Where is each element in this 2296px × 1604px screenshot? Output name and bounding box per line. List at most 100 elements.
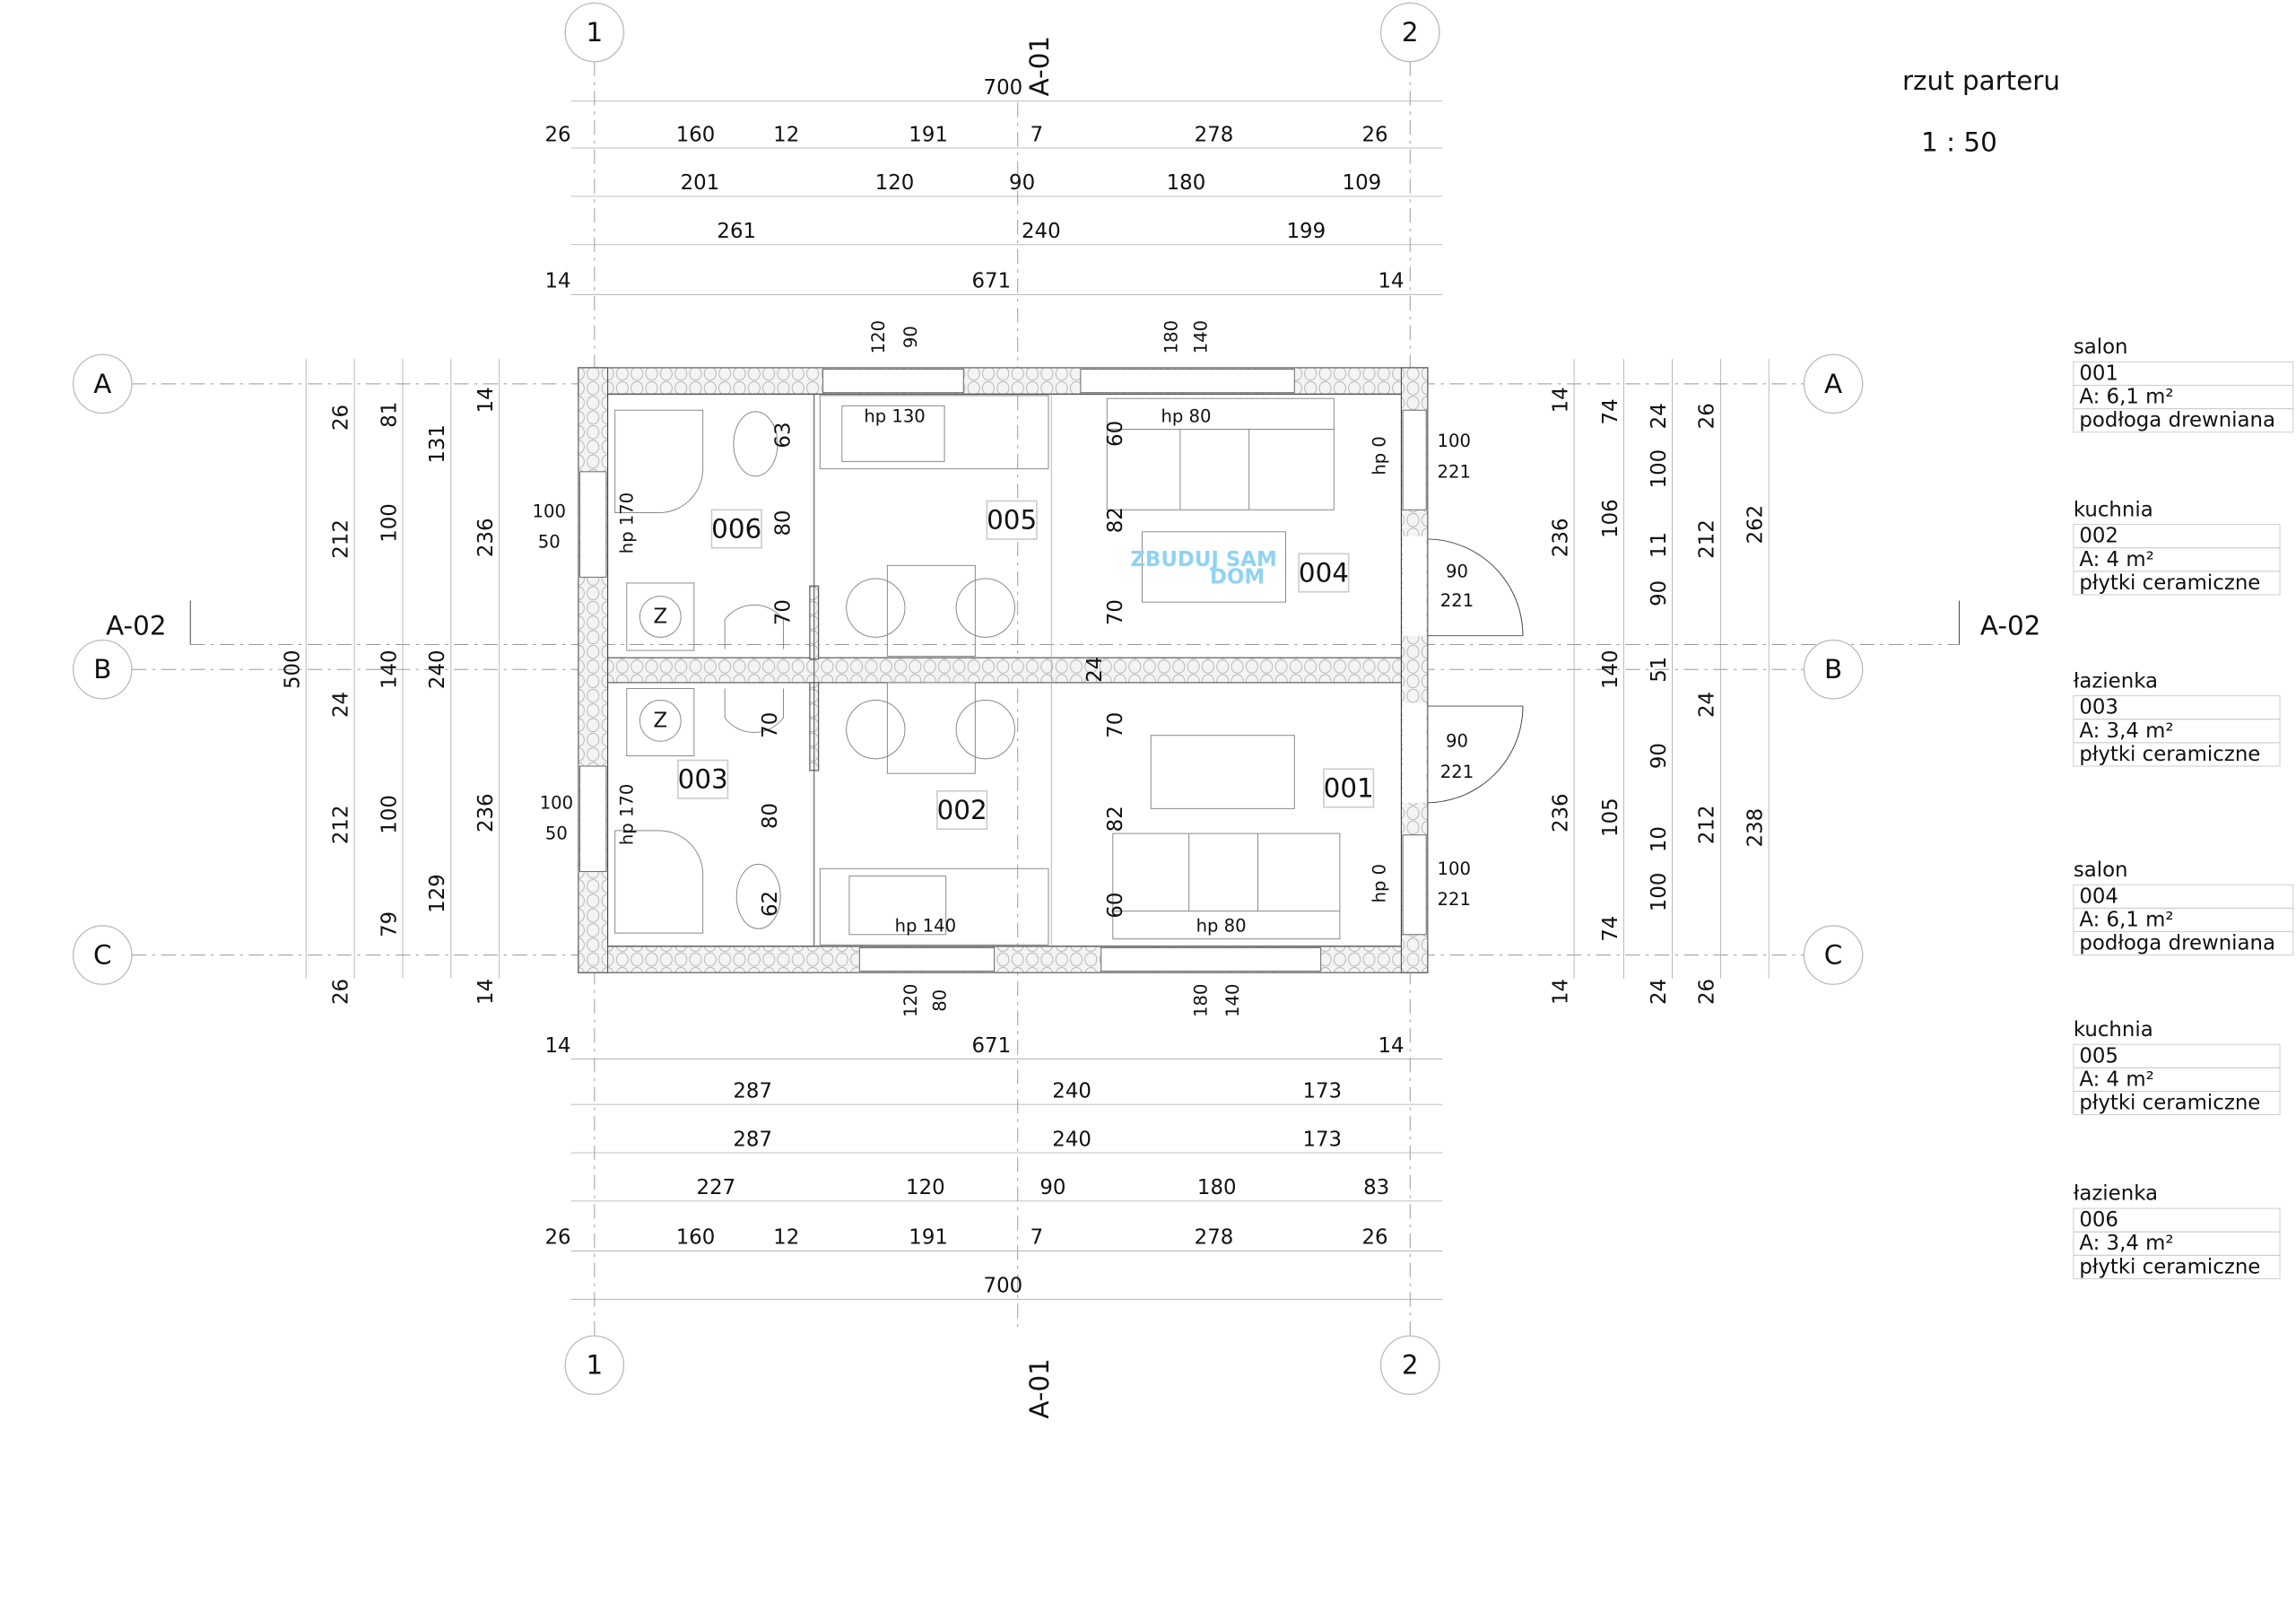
sill-height-label: hp 80: [1196, 915, 1247, 936]
interior-dimension: 80: [759, 803, 782, 829]
dimension-bottom: 191: [909, 1226, 948, 1250]
dimension-right: 11: [1648, 532, 1671, 558]
section-marker-a01: A-01: [1024, 36, 1055, 96]
interior-dimension: 70: [1104, 712, 1127, 738]
room-tag: 001: [1324, 772, 1374, 803]
dimension-left: 240: [426, 649, 449, 689]
grid-axis-1-label: 1: [587, 1350, 604, 1381]
opening-dimension: 140: [1190, 320, 1211, 353]
sill-height-label: hp 170: [616, 493, 637, 554]
sill-height-label: hp 130: [864, 405, 925, 426]
sink: [848, 875, 947, 936]
dimension-left: 100: [378, 795, 401, 834]
sofa: [1112, 833, 1341, 940]
dimension-top: 180: [1167, 171, 1206, 195]
dimension-left: 131: [426, 424, 449, 464]
legend-room-name: kuchnia: [2074, 1018, 2153, 1042]
dimension-left: 81: [378, 402, 401, 428]
dimension-top: 14: [1378, 270, 1404, 293]
legend-room-area: A: 3,4 m²: [2079, 719, 2173, 743]
dimension-right: 90: [1648, 743, 1671, 769]
legend-room-name: łazienka: [2074, 1182, 2158, 1206]
dimension-right: 140: [1599, 649, 1622, 689]
opening-dimension: 90: [900, 326, 921, 348]
opening-dimension: 221: [1438, 889, 1471, 910]
section-marker-a01: A-01: [1024, 1358, 1055, 1418]
dimension-right: 212: [1696, 806, 1719, 845]
interior-dimension: 70: [1104, 599, 1127, 625]
door-swing: [1427, 705, 1524, 804]
grid-axis-2-bubble: [1379, 1335, 1440, 1396]
watermark: ZBUDUJ SAM: [1130, 548, 1276, 571]
legend-room-number: 003: [2079, 696, 2118, 719]
dimension-left: 26: [329, 405, 352, 431]
dimension-bottom: 700: [984, 1275, 1023, 1298]
legend-floor-finish: płytki ceramiczne: [2079, 1092, 2260, 1115]
dimension-top: 90: [1009, 171, 1035, 195]
dimension-right: 14: [1549, 387, 1572, 413]
dimension-top: 201: [681, 171, 720, 195]
dimension-bottom: 287: [733, 1079, 772, 1103]
legend-room-number: 001: [2079, 362, 2118, 385]
dimension-top: 120: [875, 171, 915, 195]
legend-room-area: A: 4 m²: [2079, 1068, 2153, 1091]
dimension-top: 7: [1031, 123, 1044, 146]
dimension-top: 671: [972, 270, 1012, 293]
dimension-top: 160: [676, 123, 716, 146]
dimension-right: 10: [1648, 826, 1671, 852]
room-tag: 005: [987, 505, 1037, 536]
dimension-left: 500: [282, 649, 305, 689]
dimension-top: 12: [773, 123, 799, 146]
room-tag-box: [986, 500, 1038, 540]
dimension-right: 105: [1599, 798, 1622, 837]
legend-room-name: kuchnia: [2074, 498, 2153, 521]
legend-cell: [2073, 571, 2281, 596]
dimension-right: 90: [1648, 580, 1671, 606]
grid-axis-A-bubble: [72, 353, 133, 414]
dimension-right: 100: [1648, 449, 1671, 489]
dimension-bottom: 671: [972, 1034, 1012, 1058]
grid-axis-1-bubble: [564, 2, 625, 63]
section-marker-a02: A-02: [1980, 610, 2040, 641]
wall-west: [578, 367, 609, 973]
coffee-table: [1150, 735, 1295, 809]
coffee-table: [1141, 531, 1286, 603]
grid-axis-1-bubble: [564, 1335, 625, 1396]
window: [822, 369, 964, 394]
grid-axis-C-label: C: [93, 940, 112, 971]
dimension-left: 26: [329, 979, 352, 1005]
window: [1100, 946, 1322, 972]
dimension-bottom: 180: [1197, 1176, 1237, 1199]
grid-axis-B-label: B: [1824, 654, 1842, 684]
grid-axis-C-bubble: [72, 925, 133, 985]
dimension-top: 700: [984, 76, 1023, 100]
table: [886, 564, 976, 658]
opening-dimension: 80: [930, 989, 951, 1012]
dimension-left: 236: [474, 793, 498, 833]
drawing-scale: 1 : 50: [1921, 126, 1997, 157]
grid-axis-B-label: B: [93, 654, 111, 684]
dimension-right: 74: [1599, 398, 1622, 424]
room-tag: 002: [937, 795, 987, 825]
sink: [841, 405, 945, 462]
dimension-right: 236: [1549, 519, 1572, 558]
sill-height-label: hp 0: [1369, 436, 1389, 475]
opening-dimension: 180: [1190, 984, 1211, 1017]
interior-dimension: 62: [759, 891, 782, 917]
dimension-bottom: 7: [1031, 1226, 1044, 1250]
opening-dimension: 50: [538, 532, 561, 553]
legend-floor-finish: płytki ceramiczne: [2079, 743, 2260, 766]
dimension-bottom: 240: [1052, 1079, 1091, 1103]
grid-axis-C-label: C: [1824, 940, 1843, 971]
legend-room-name: łazienka: [2074, 669, 2158, 693]
room-tag: 004: [1299, 557, 1349, 588]
drawing-linework: [131, 61, 1960, 1337]
door-swing: [1427, 538, 1524, 637]
dimension-right: 24: [1696, 692, 1719, 718]
wall-north: [578, 367, 1429, 395]
shower: [614, 409, 704, 514]
legend-room-area: A: 4 m²: [2079, 548, 2153, 571]
interior-dimension: 82: [1104, 806, 1127, 832]
sill-height-label: hp 170: [616, 784, 637, 845]
dimension-left: 236: [474, 519, 498, 558]
